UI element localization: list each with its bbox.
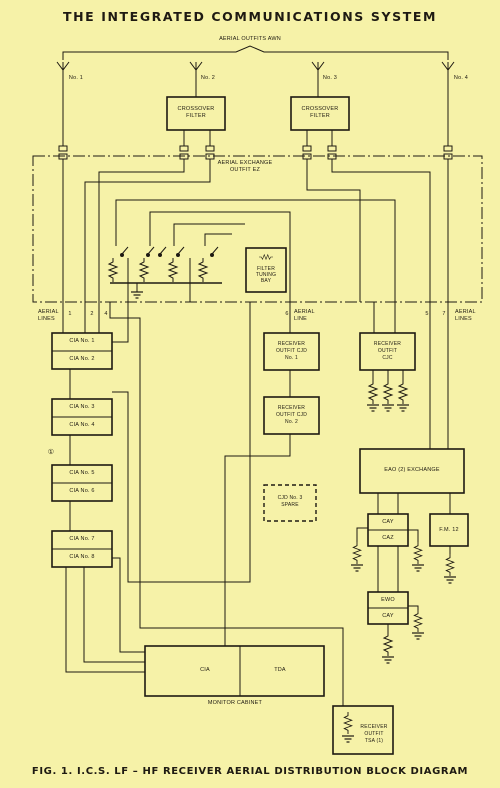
line-4-label: 4 [104, 311, 108, 317]
cia-1-label: CIA No. 1 [69, 338, 95, 344]
aerial-3-label: No. 3 [322, 75, 338, 81]
filter-tuning-bay [245, 247, 287, 293]
cjd-3-spare [263, 484, 317, 522]
aerial-2-icon [189, 61, 203, 71]
line-6-label: 6 [285, 311, 289, 317]
ground-icon [366, 404, 380, 412]
line-7-label: 7 [442, 311, 446, 317]
caz-label: CAZ [382, 535, 394, 541]
ground-icon [443, 576, 457, 584]
resistor-icon [352, 541, 362, 565]
aerial-outfits-bracket [62, 45, 449, 60]
receiver-cjd-1 [263, 332, 320, 371]
eao-exchange [359, 448, 465, 494]
fm12-label: F.M. 12 [439, 527, 459, 533]
cia-3-label: CIA No. 3 [69, 404, 95, 410]
ground-icon [341, 735, 355, 743]
line-2-label: 2 [90, 311, 94, 317]
resistor-icon [198, 257, 208, 283]
figure-caption: FIG. 1. I.C.S. LF – HF RECEIVER AERIAL D… [31, 766, 469, 777]
ground-icon [130, 291, 144, 299]
page-mark: ① [47, 449, 55, 456]
ground-icon [396, 404, 410, 412]
resistor-icon [413, 609, 423, 633]
cia-8-label: CIA No. 8 [69, 554, 95, 560]
eao-exchange-label: EAO (2) EXCHANGE [384, 467, 440, 473]
resistor-icon [398, 379, 408, 405]
line-1-label: 1 [68, 311, 72, 317]
resistor-icon [343, 711, 353, 735]
ground-icon [381, 656, 395, 664]
resistor-icon [139, 257, 149, 283]
cia-7-label: CIA No. 7 [69, 536, 95, 542]
ground-icon [411, 564, 425, 572]
ground-icon [411, 632, 425, 640]
resistor-icon [168, 257, 178, 283]
ground-icon [381, 404, 395, 412]
aerial-1-label: No. 1 [68, 75, 84, 81]
aerial-exchange-outfit-boundary [32, 155, 483, 303]
cia-6-label: CIA No. 6 [69, 488, 95, 494]
monitor-cia-label: CIA [200, 667, 210, 673]
variable-resistor-icon [258, 254, 274, 260]
cia-5-label: CIA No. 5 [69, 470, 95, 476]
resistor-icon [368, 379, 378, 405]
resistor-icon [383, 379, 393, 405]
cia-2-label: CIA No. 2 [69, 356, 95, 362]
switch-icons [120, 246, 219, 257]
ground-icon [350, 564, 364, 572]
aerial-outfits-label: AERIAL OUTFITS AWN [219, 36, 281, 42]
resistor-icon [108, 257, 118, 283]
monitor-cabinet-label: MONITOR CABINET [207, 700, 263, 706]
aerial-3-icon [311, 61, 325, 71]
resistor-icon [413, 541, 423, 565]
cia-4-label: CIA No. 4 [69, 422, 95, 428]
page-title: THE INTEGRATED COMMUNICATIONS SYSTEM [62, 9, 438, 24]
aerial-2-label: No. 2 [200, 75, 216, 81]
receiver-cjd-2 [263, 396, 320, 435]
aerial-1-icon [56, 61, 70, 71]
monitor-tda-label: TDA [274, 667, 286, 673]
ewo-cay-label: CAY [382, 613, 394, 619]
cay-label: CAY [382, 519, 394, 525]
aerial-4-label: No. 4 [453, 75, 469, 81]
fm12-box [429, 513, 469, 547]
receiver-tsa [332, 705, 394, 755]
ewo-label: EWO [381, 597, 395, 603]
crossover-filter-left [166, 96, 226, 131]
crossover-filter-right [290, 96, 350, 131]
aerial-4-icon [441, 61, 455, 71]
monitor-cabinet [144, 645, 325, 697]
line-5-label: 5 [425, 311, 429, 317]
resistor-icon [383, 631, 393, 657]
resistor-icon [445, 553, 455, 577]
